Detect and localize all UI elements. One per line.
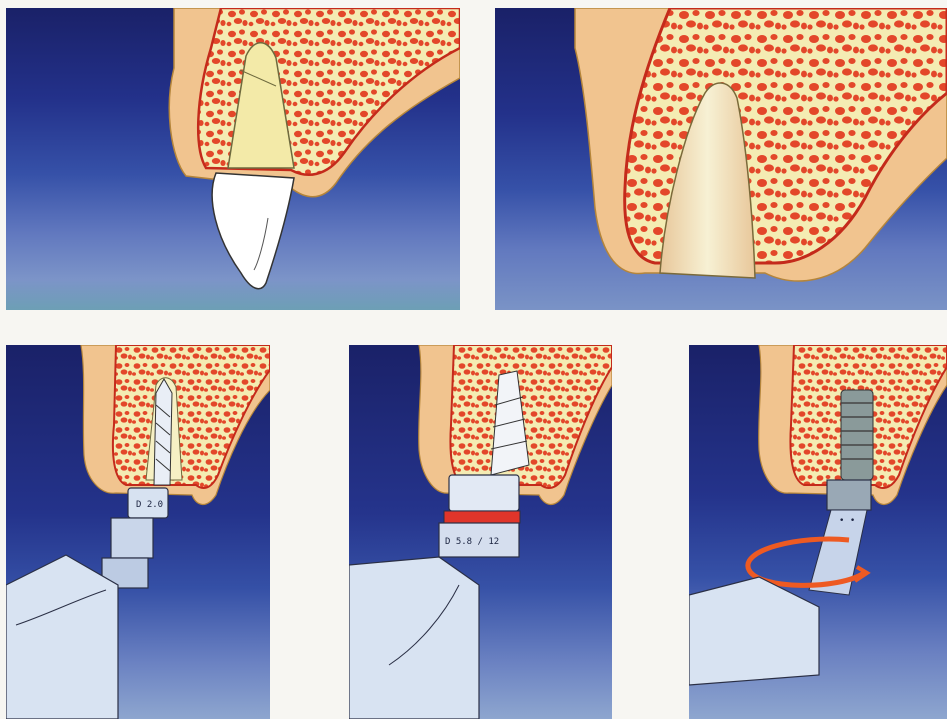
- drill-diameter-label: D 5.8 / 12: [445, 537, 499, 547]
- drill-shank: D 5.8 / 12: [439, 475, 520, 557]
- panel-pilot-drill: D 2.0: [6, 345, 270, 719]
- pilot-drill-bit: [154, 379, 172, 485]
- panel-profile-drill: D 5.8 / 12: [349, 345, 612, 719]
- dental-implant: [841, 390, 873, 480]
- handpiece: [6, 555, 118, 719]
- panel-empty-socket: [495, 8, 947, 310]
- tool-marker-dots: • •: [839, 516, 855, 526]
- panel-implant-insertion: • •: [689, 345, 947, 719]
- panel-tooth-in-socket: [6, 8, 460, 310]
- drill-diameter-label: D 2.0: [136, 500, 163, 510]
- handpiece: [349, 557, 479, 719]
